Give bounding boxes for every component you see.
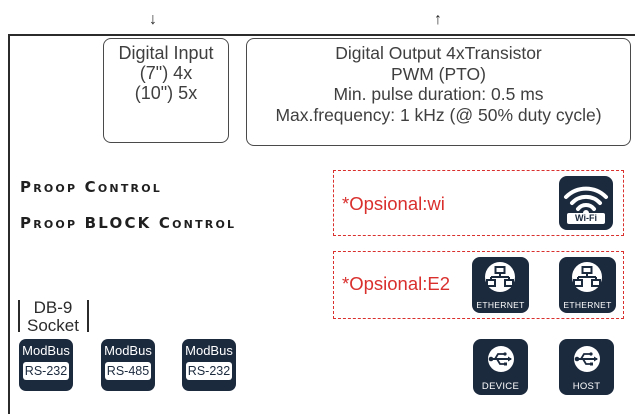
db9-line1: DB-9 (33, 298, 73, 317)
digital-output-max-frequency: Max.frequency: 1 kHz (@ 50% duty cycle) (275, 104, 602, 125)
db9-line2: Socket (27, 316, 79, 335)
digital-output-box: Digital Output 4xTransistor PWM (PTO) Mi… (246, 38, 631, 146)
modbus-type: RS-232 (186, 362, 232, 380)
modbus-rs232-port-1: ModBus RS-232 (19, 339, 73, 391)
optional-ethernet-box (333, 251, 624, 319)
usb-host-icon: HOST (559, 339, 614, 395)
input-down-arrow-icon: ↓ (149, 11, 157, 28)
modbus-label: ModBus (104, 343, 152, 358)
modbus-type: RS-232 (23, 362, 69, 380)
proop-block-control-label: Proop BLOCK Control (20, 214, 237, 232)
digital-input-title: Digital Input (118, 43, 214, 63)
proop-control-label: Proop Control (20, 178, 162, 196)
digital-input-10inch: (10") 5x (134, 83, 198, 103)
digital-input-7inch: (7") 4x (139, 63, 193, 83)
frame-top-border (8, 34, 635, 36)
db9-right-bracket (87, 300, 89, 332)
optional-wifi-box (333, 170, 624, 236)
usb-device-icon: DEVICE (473, 339, 528, 395)
digital-output-pwm: PWM (PTO) (391, 63, 486, 84)
db9-socket-label: DB-9 Socket (20, 299, 86, 335)
modbus-rs232-port-2: ModBus RS-232 (182, 339, 236, 391)
usb-host-caption: HOST (572, 381, 601, 392)
modbus-label: ModBus (22, 343, 70, 358)
digital-output-min-pulse: Min. pulse duration: 0.5 ms (333, 84, 544, 104)
modbus-type: RS-485 (105, 362, 151, 380)
frame-left-border (8, 34, 10, 414)
modbus-rs485-port: ModBus RS-485 (101, 339, 155, 391)
ethernet-icon: ETHERNET (472, 257, 529, 313)
output-up-arrow-icon: ↑ (434, 11, 442, 28)
wifi-caption: Wi-Fi (567, 213, 605, 224)
usb-device-caption: DEVICE (481, 381, 520, 392)
ethernet-caption-1: ETHERNET (476, 300, 525, 310)
optional-ethernet-label: *Opsional:E2 (342, 273, 450, 294)
db9-left-bracket (18, 300, 20, 332)
modbus-label: ModBus (185, 343, 233, 358)
digital-output-title: Digital Output 4xTransistor (335, 43, 542, 63)
ethernet-icon: ETHERNET (559, 257, 616, 313)
wifi-icon: Wi-Fi (559, 176, 613, 230)
digital-input-box: Digital Input (7") 4x (10") 5x (103, 38, 229, 143)
optional-wifi-label: *Opsional:wi (342, 193, 445, 214)
ethernet-caption-2: ETHERNET (563, 300, 612, 310)
